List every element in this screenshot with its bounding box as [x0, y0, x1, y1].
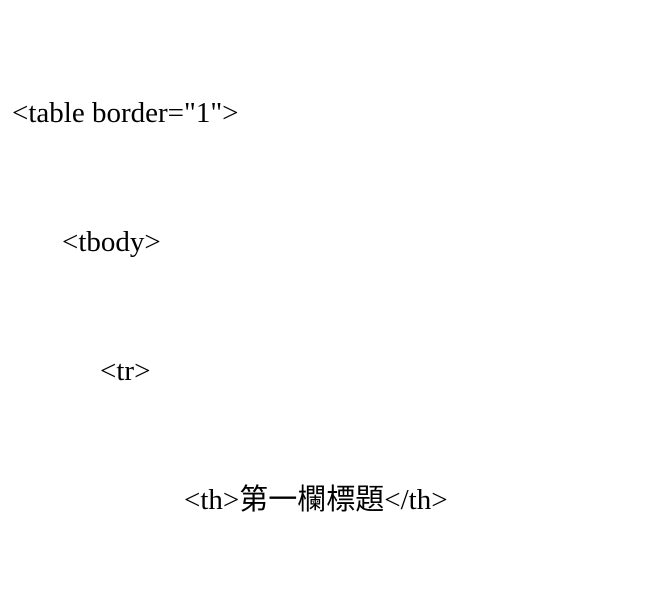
- code-line: <tr>: [100, 355, 151, 387]
- code-line: <th>第一欄標題</th>: [184, 484, 448, 516]
- code-line: <table border="1">: [12, 97, 239, 129]
- code-line: <tbody>: [62, 226, 161, 258]
- html-source-code-block: <table border="1"> <tbody> <tr> <th>第一欄標…: [12, 6, 642, 607]
